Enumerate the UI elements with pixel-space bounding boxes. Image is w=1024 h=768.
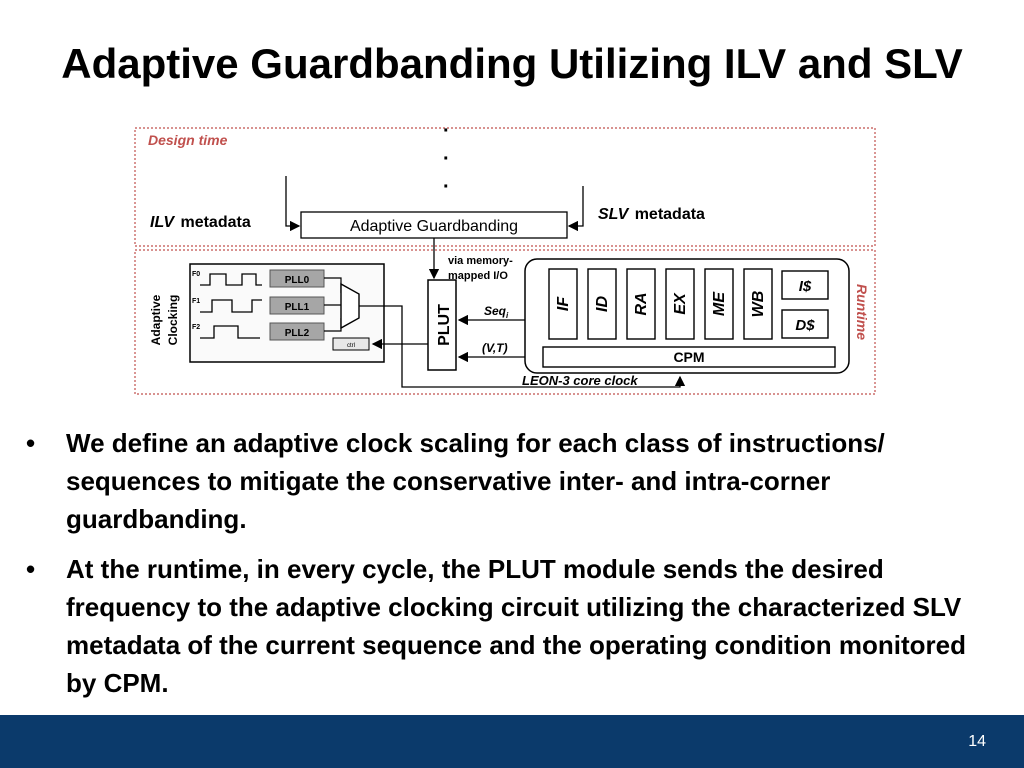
ilv-arrow (285, 176, 301, 232)
via-memory-line2: mapped I/O (448, 270, 508, 282)
icache-label: I$ (799, 278, 812, 295)
stage-box-ex (665, 268, 695, 340)
core-clock-label: LEON-3 core clock (522, 373, 638, 388)
stage-box-wb (743, 268, 773, 340)
pll0-label: PLL0 (285, 275, 310, 286)
bullet-item: • We define an adaptive clock scaling for… (22, 424, 1002, 538)
stage-wb-label: WB (750, 291, 767, 318)
vt-label: (V,T) (482, 341, 508, 355)
ilv-suffix: metadata (180, 214, 250, 231)
design-time-region (134, 127, 876, 247)
bullet-list: • We define an adaptive clock scaling for… (22, 424, 1002, 714)
stage-ra-label: RA (633, 292, 650, 315)
footer-bar: 14 (0, 715, 1024, 768)
seq-subscript: i (506, 311, 509, 320)
plut-label: PLUT (436, 304, 453, 346)
dcache-box (781, 309, 829, 339)
cpm-label: CPM (673, 349, 704, 365)
f1-label: F1 (192, 298, 200, 305)
bullet-dot: • (26, 554, 36, 584)
stage-box-ra (626, 268, 656, 340)
seq-label: Seqi (484, 304, 509, 320)
slv-prefix: SLV (598, 206, 630, 223)
adaptive-guardbanding-box (300, 211, 568, 239)
clock-mux (340, 282, 360, 330)
bullet-text-1: We define an adaptive clock scaling for … (66, 428, 885, 534)
stage-box-id (587, 268, 617, 340)
dot-3: · (443, 176, 450, 198)
stage-me-label: ME (711, 291, 728, 316)
adaptive-clocking-line2: Clocking (166, 295, 180, 346)
slv-arrow (567, 186, 584, 232)
clock-waveforms (200, 273, 262, 339)
icache-box (781, 270, 829, 300)
plut-box (427, 279, 457, 371)
slv-suffix: metadata (635, 206, 705, 223)
bullet-item: • At the runtime, in every cycle, the PLU… (22, 550, 1002, 702)
bullet-dot: • (26, 428, 36, 458)
f0-label: F0 (192, 271, 200, 278)
slide-title: Adaptive Guardbanding Utilizing ILV and … (61, 40, 963, 87)
ilv-metadata-label: ILV metadata (150, 214, 251, 231)
dot-1: · (443, 120, 450, 142)
ilv-prefix: ILV (150, 214, 175, 231)
adaptive-guardbanding-diagram: Design time · · · ILV metadata SLV metad… (134, 120, 876, 395)
design-time-label: Design time (148, 132, 228, 148)
core-clock-wire (380, 305, 686, 388)
stage-box-if (548, 268, 578, 340)
ctrl-label: ctrl (347, 343, 355, 349)
dcache-label: D$ (795, 317, 815, 334)
pipeline-stages: IF ID RA EX ME WB (548, 268, 773, 340)
seq-main: Seq (484, 304, 507, 318)
dot-2: · (443, 148, 450, 170)
stage-box-me (704, 268, 734, 340)
bullet-text-2: At the runtime, in every cycle, the PLUT… (66, 554, 966, 698)
pll2-label: PLL2 (285, 328, 310, 339)
ctrl-box (332, 337, 370, 351)
f2-label: F2 (192, 324, 200, 331)
cpm-box (542, 346, 836, 368)
adaptive-guardbanding-text: Adaptive Guardbanding (350, 218, 518, 235)
runtime-label: Runtime (854, 284, 870, 340)
stage-id-label: ID (594, 296, 611, 312)
pll1-label: PLL1 (285, 302, 310, 313)
via-memory-line1: via memory- (448, 255, 513, 267)
stage-ex-label: EX (672, 292, 689, 315)
runtime-region (134, 249, 876, 395)
page-number: 14 (968, 733, 986, 750)
stage-if-label: IF (555, 296, 572, 311)
slv-metadata-label: SLV metadata (598, 206, 705, 223)
adaptive-clocking-line1: Adaptive (149, 294, 163, 345)
